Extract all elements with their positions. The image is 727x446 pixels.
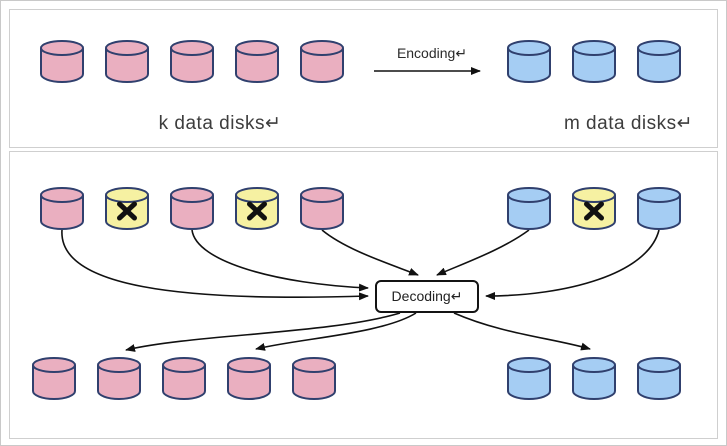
parity-disk [635, 187, 683, 231]
restored-source-disk-group [30, 357, 338, 401]
encoding-label: Encoding↵ [396, 45, 468, 61]
arrow-source-disk5-to-decoding [321, 229, 419, 276]
data-disk [38, 187, 86, 231]
decoding-arrows-layer [61, 229, 660, 352]
parity-disk [635, 357, 683, 401]
arrow-source-disk3-to-decoding [191, 229, 369, 292]
data-disk [298, 187, 346, 231]
parity-disk [635, 40, 683, 84]
data-disk [95, 357, 143, 401]
data-disk [30, 357, 78, 401]
parity-disk-group [505, 40, 683, 84]
arrow-decoding-to-restored-disk2 [125, 312, 401, 352]
source-disk-group [38, 40, 346, 84]
restored-parity-disk-group [505, 357, 683, 401]
arrow-decoding-to-restored-disk4 [255, 312, 417, 351]
failed-disk [103, 187, 151, 231]
arrow-parity-disk3-to-decoding [485, 229, 660, 300]
parity-disk [570, 40, 618, 84]
decoding-box: Decoding↵ [375, 280, 479, 313]
data-disk [168, 40, 216, 84]
data-disk [38, 40, 86, 84]
arrow-source-disk1-to-decoding [61, 229, 369, 301]
encoding-panel: Encoding↵ k data disks↵ m data disks↵ [9, 9, 718, 148]
x-mark-icon [117, 201, 137, 221]
data-disk [225, 357, 273, 401]
k-data-disks-label: k data disks↵ [158, 113, 282, 134]
parity-disk [505, 357, 553, 401]
data-disk [160, 357, 208, 401]
data-disk [298, 40, 346, 84]
arrow-parity-disk1-to-decoding [436, 229, 530, 276]
failed-disk [233, 187, 281, 231]
data-disk [168, 187, 216, 231]
damaged-source-disk-group [38, 187, 346, 231]
arrow-decoding-to-restored-parity-disk2 [453, 312, 591, 351]
parity-disk [570, 357, 618, 401]
m-data-disks-label: m data disks↵ [563, 113, 694, 134]
data-disk [103, 40, 151, 84]
decoding-label: Decoding↵ [391, 288, 463, 304]
x-mark-icon [584, 201, 604, 221]
x-mark-icon [247, 201, 267, 221]
decoding-panel: Decoding↵ [9, 151, 718, 439]
parity-disk [505, 40, 553, 84]
encoding-arrow-group: Encoding↵ [372, 44, 492, 83]
damaged-parity-disk-group [505, 187, 683, 231]
failed-disk [570, 187, 618, 231]
parity-disk [505, 187, 553, 231]
data-disk [290, 357, 338, 401]
data-disk [233, 40, 281, 84]
encoding-arrow [374, 67, 481, 75]
